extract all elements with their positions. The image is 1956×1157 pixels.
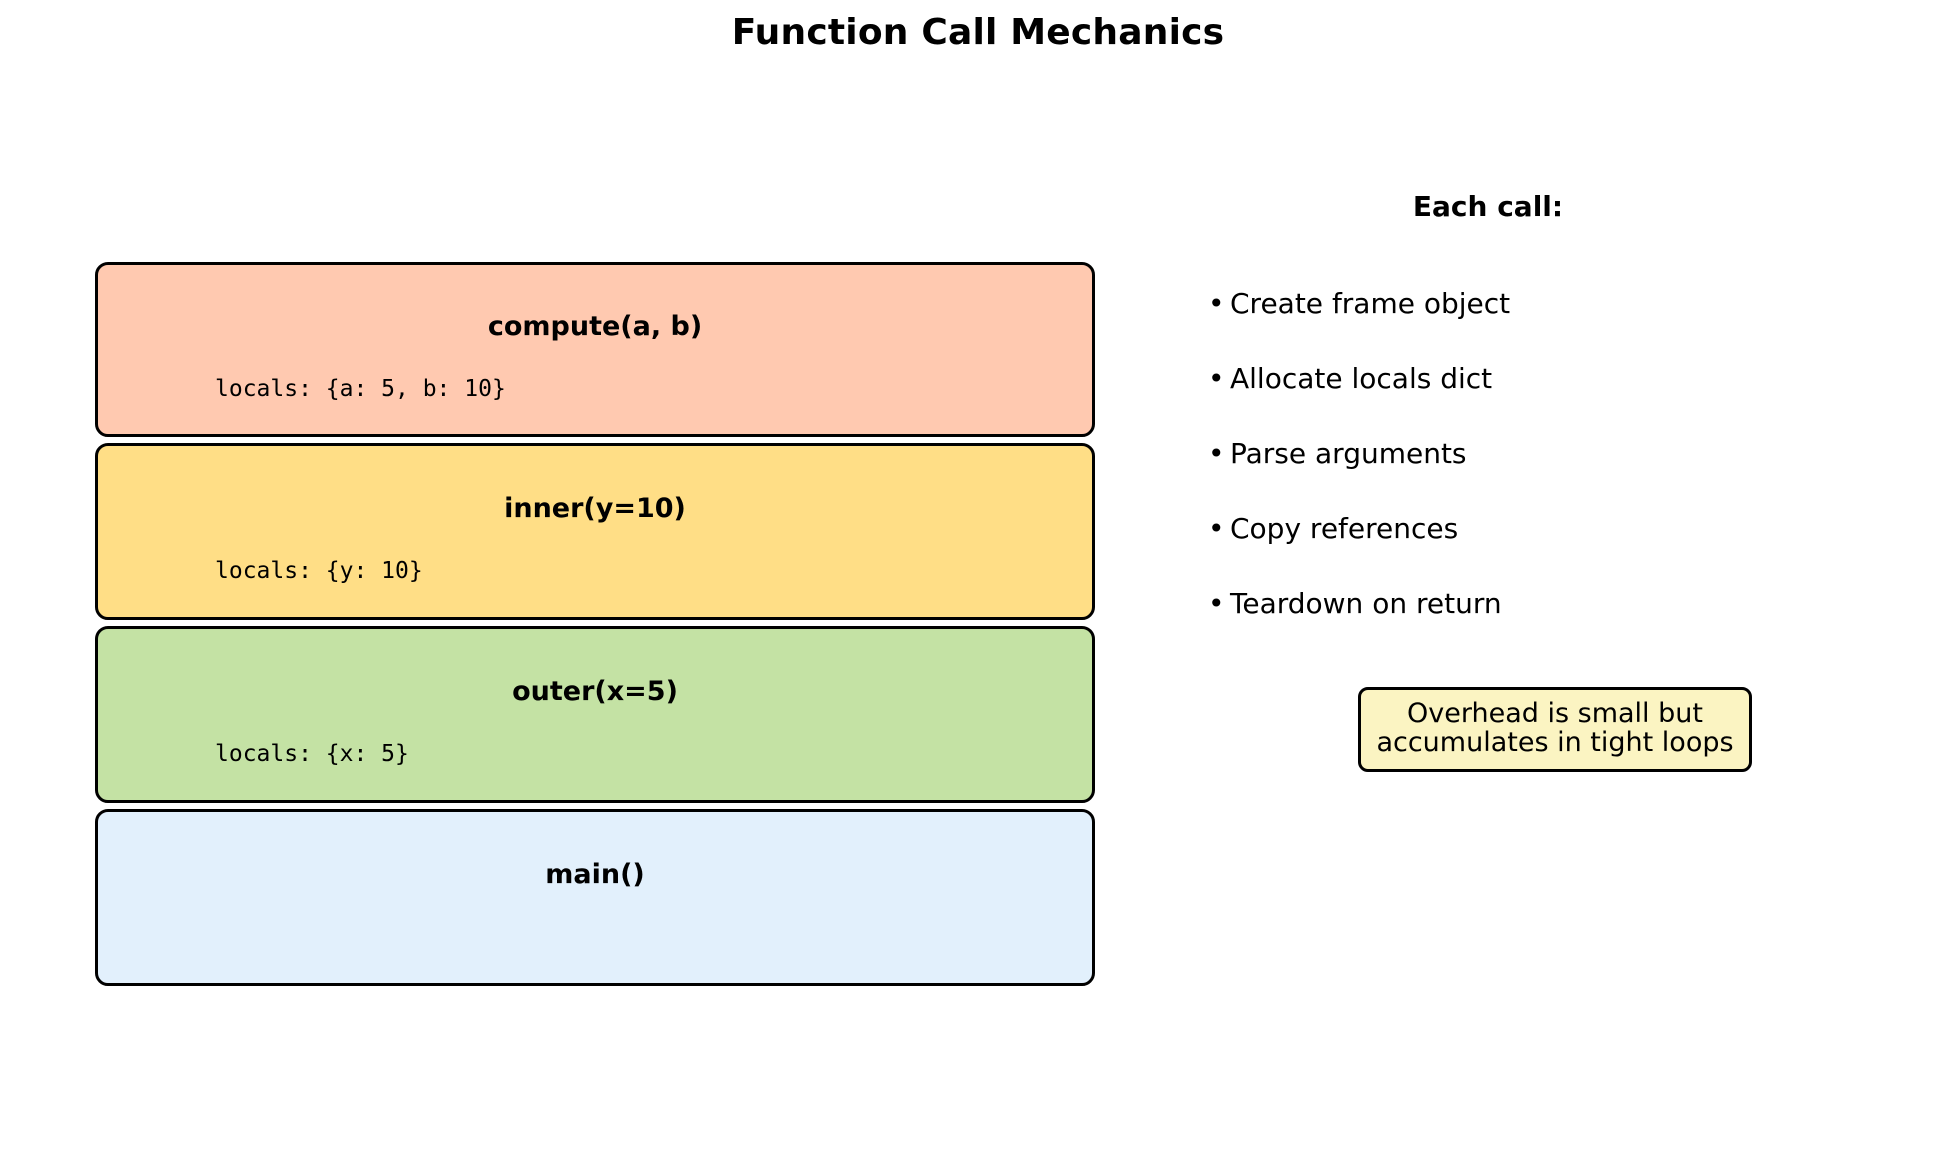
list-item: •Allocate locals dict bbox=[1208, 365, 1868, 440]
bullet-icon: • bbox=[1208, 437, 1225, 470]
stack-frame[interactable]: outer(x=5) locals: {x: 5} bbox=[95, 626, 1095, 803]
stack-frame-label: outer(x=5) bbox=[512, 676, 678, 707]
call-stack: compute(a, b) locals: {a: 5, b: 10} inne… bbox=[95, 262, 1095, 992]
stack-frame[interactable]: main() bbox=[95, 809, 1095, 986]
list-item-label: Parse arguments bbox=[1230, 437, 1467, 470]
callout-line-1: Overhead is small but bbox=[1407, 698, 1703, 729]
list-item-label: Copy references bbox=[1230, 512, 1459, 545]
list-item-label: Create frame object bbox=[1230, 287, 1511, 320]
bullet-icon: • bbox=[1208, 587, 1225, 620]
notes-heading: Each call: bbox=[1412, 190, 1564, 223]
bullet-icon: • bbox=[1208, 287, 1225, 320]
stack-frame-locals: locals: {a: 5, b: 10} bbox=[215, 376, 506, 402]
stack-frame-locals: locals: {x: 5} bbox=[215, 741, 409, 767]
list-item: •Teardown on return bbox=[1208, 590, 1868, 665]
list-item-label: Teardown on return bbox=[1230, 587, 1502, 620]
notes-list: •Create frame object •Allocate locals di… bbox=[1208, 290, 1868, 665]
stack-frame-label: inner(y=10) bbox=[504, 493, 686, 524]
list-item: •Create frame object bbox=[1208, 290, 1868, 365]
list-item-label: Allocate locals dict bbox=[1230, 362, 1493, 395]
bullet-icon: • bbox=[1208, 362, 1225, 395]
list-item: •Copy references bbox=[1208, 515, 1868, 590]
stack-frame[interactable]: compute(a, b) locals: {a: 5, b: 10} bbox=[95, 262, 1095, 437]
overhead-callout: Overhead is small but accumulates in tig… bbox=[1358, 687, 1752, 773]
stack-frame[interactable]: inner(y=10) locals: {y: 10} bbox=[95, 443, 1095, 620]
bullet-icon: • bbox=[1208, 512, 1225, 545]
list-item: •Parse arguments bbox=[1208, 440, 1868, 515]
page-title: Function Call Mechanics bbox=[731, 12, 1225, 53]
stack-frame-locals: locals: {y: 10} bbox=[215, 558, 423, 584]
callout-line-2: accumulates in tight loops bbox=[1376, 726, 1734, 758]
stack-frame-label: compute(a, b) bbox=[487, 311, 703, 342]
stack-frame-label: main() bbox=[545, 859, 645, 890]
